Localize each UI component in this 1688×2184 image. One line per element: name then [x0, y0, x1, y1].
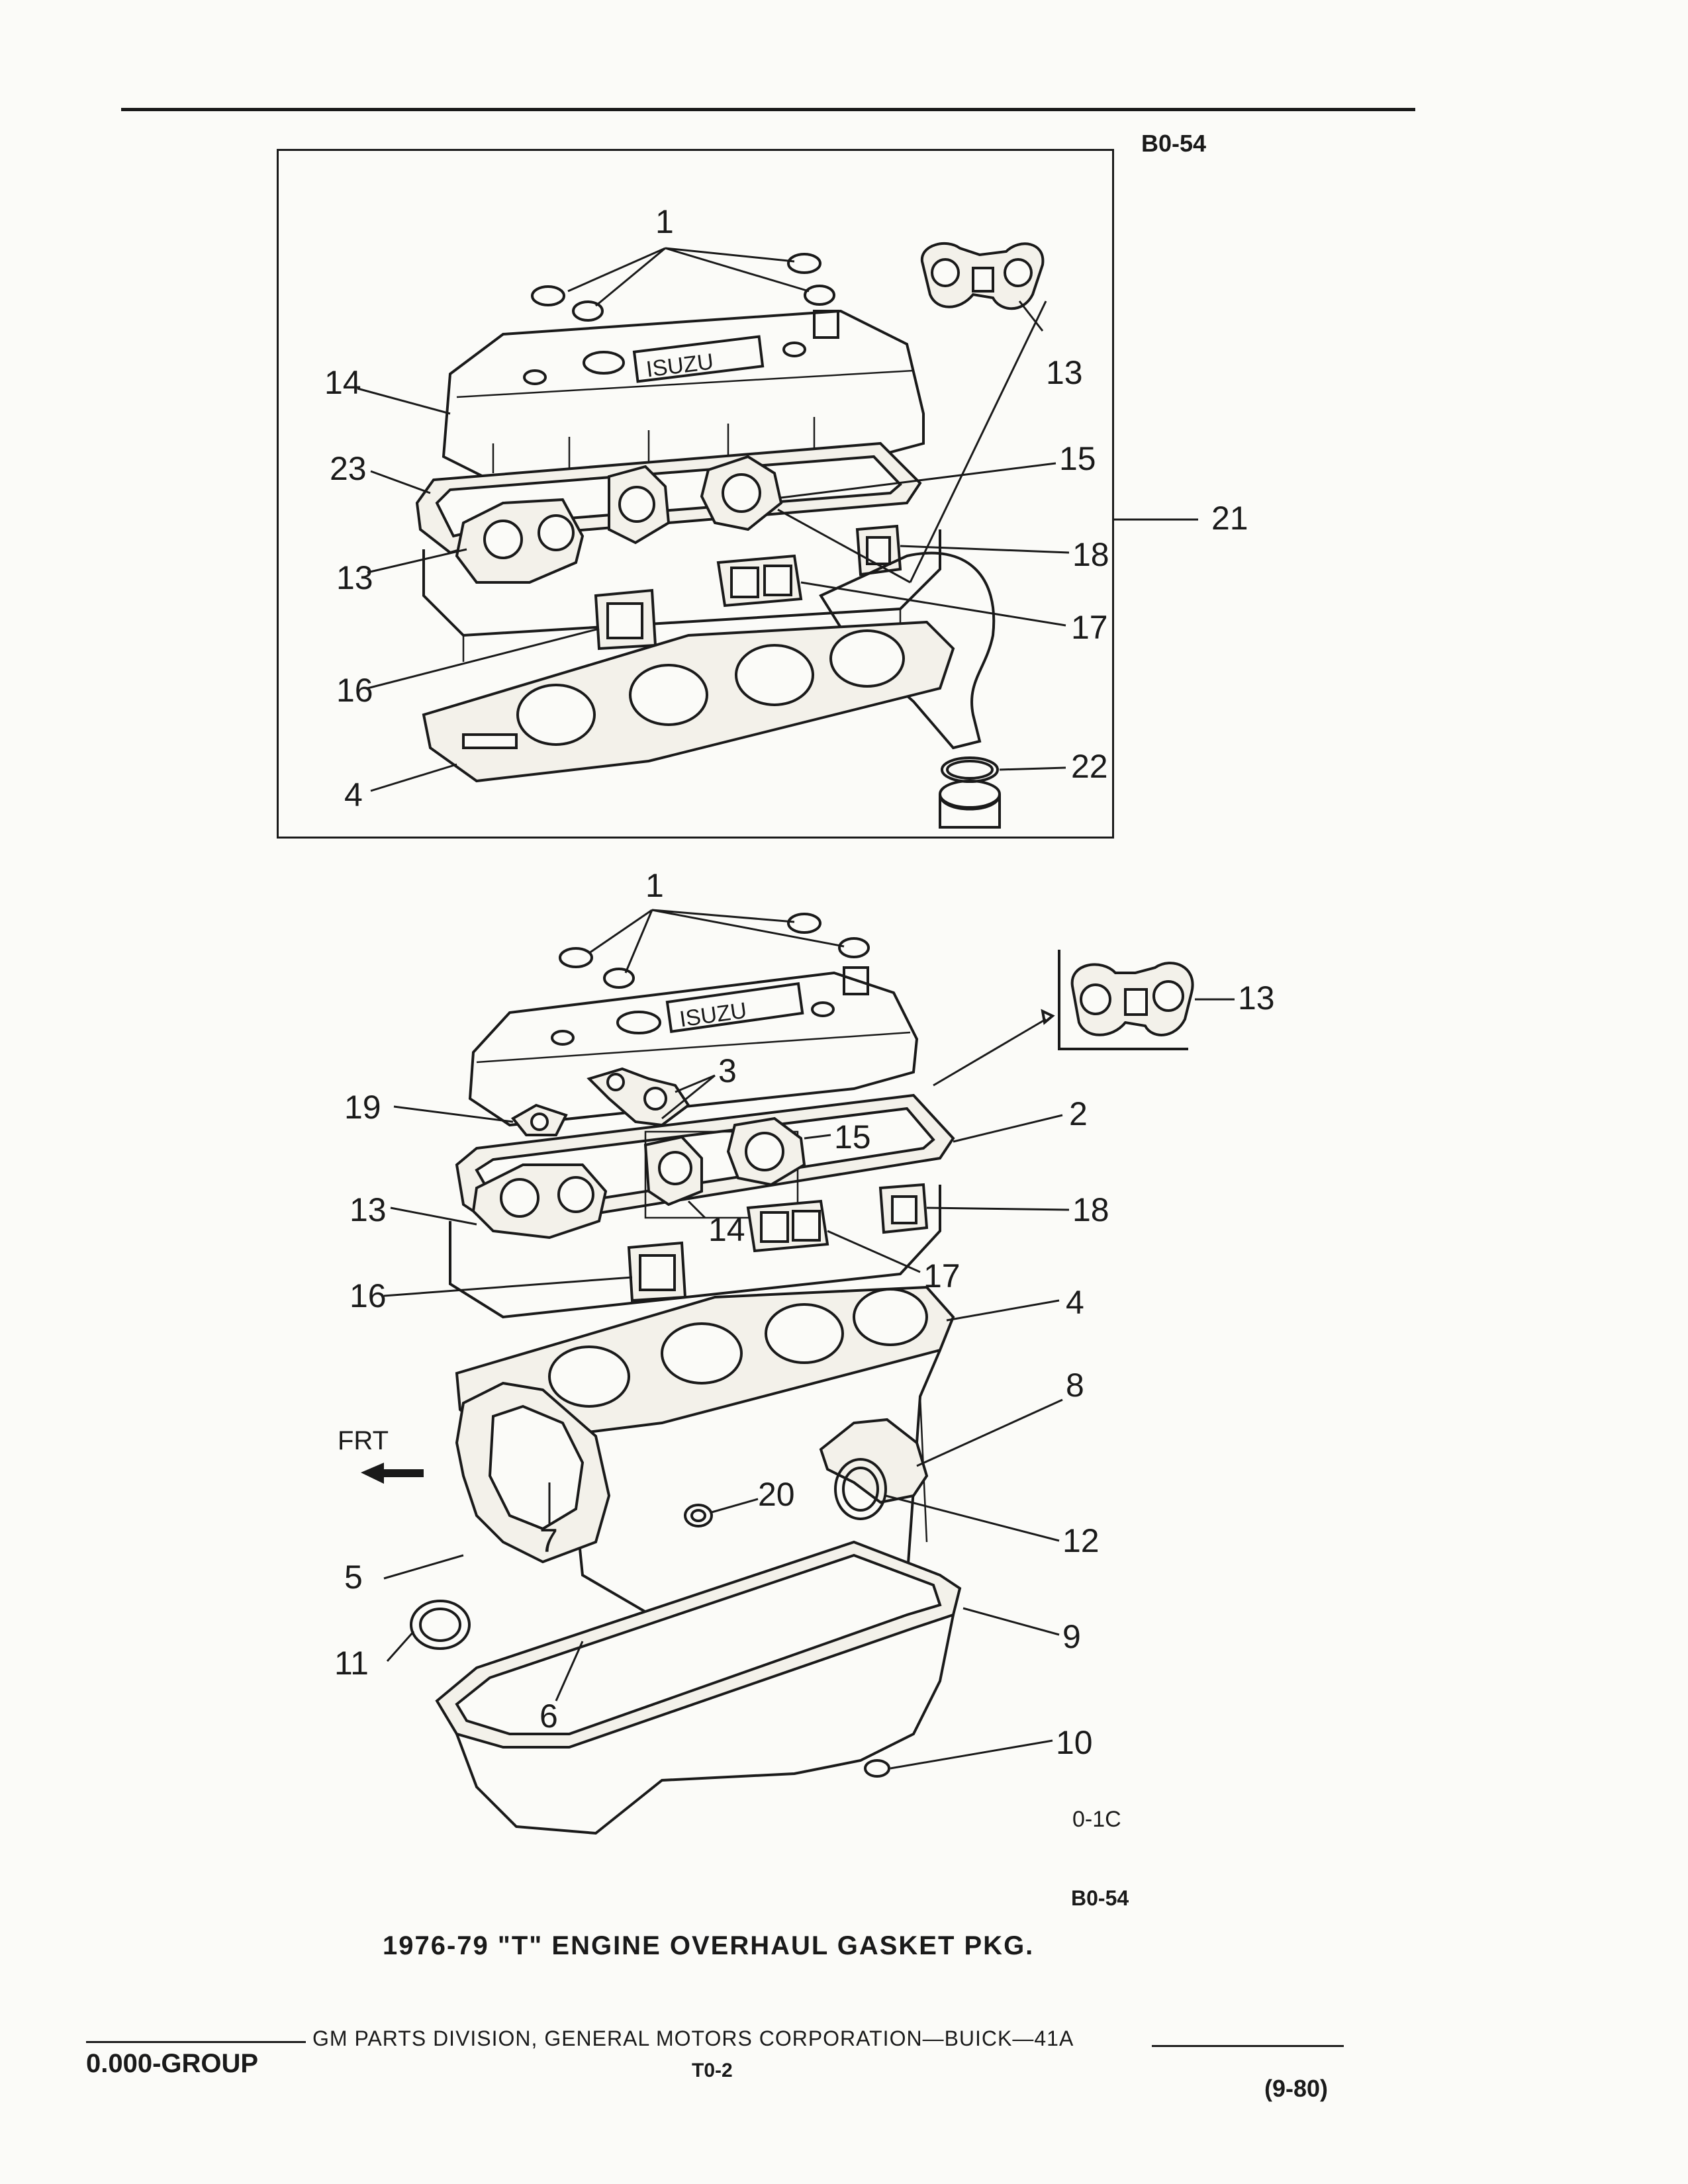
callout-20-bottom: 20 [758, 1476, 795, 1513]
callout-18-bottom: 18 [1072, 1191, 1109, 1228]
inset-frame [1058, 950, 1188, 1050]
footer-page: T0-2 [692, 2060, 733, 2081]
callout-11-bottom: 11 [334, 1645, 369, 1682]
footer-group: 0.000-GROUP [86, 2049, 259, 2078]
callout-14-bottom: 14 [708, 1211, 745, 1248]
callout-13-bottom: 13 [350, 1191, 387, 1228]
callout-3-bottom: 3 [718, 1052, 737, 1089]
gasket-3 [586, 1067, 690, 1127]
figure-caption: 1976-79 "T" ENGINE OVERHAUL GASKET PKG. [383, 1931, 1035, 1960]
callout-14-top: 14 [324, 364, 361, 401]
callout-21-top: 21 [1211, 500, 1248, 537]
callout-4-top: 4 [344, 776, 363, 813]
exhaust-manifold [819, 551, 996, 750]
callout-13-top-left: 13 [336, 559, 373, 596]
nut-icon [804, 285, 835, 306]
callout-17-top: 17 [1071, 609, 1108, 646]
top-diagram-frame [277, 149, 1114, 839]
callout-16-bottom: 16 [350, 1277, 387, 1314]
seal-11 [410, 1600, 471, 1650]
cylinder-head [422, 529, 941, 637]
callout-6-bottom: 6 [539, 1698, 558, 1735]
plug-gasket-10 [864, 1759, 890, 1778]
brand-text-bottom: ISUZU [678, 998, 748, 1032]
nut-icon [531, 285, 565, 306]
callout-13-inset: 13 [1238, 979, 1275, 1017]
nut-icon [787, 253, 821, 274]
ref-code-top: B0-54 [1141, 130, 1207, 157]
seal-20 [684, 1504, 713, 1527]
gasket-14-frame [644, 1130, 799, 1219]
callout-19-bottom: 19 [344, 1089, 381, 1126]
callout-10-bottom: 10 [1056, 1724, 1093, 1761]
callout-1-top: 1 [655, 203, 674, 240]
bottom-exploded-view: ISUZU [334, 867, 1275, 1835]
callout-12-bottom: 12 [1062, 1522, 1100, 1559]
rear-gasket-8 [819, 1418, 929, 1504]
callout-2-bottom: 2 [1069, 1095, 1088, 1132]
header-rule [121, 108, 1415, 111]
oil-pan [455, 1614, 955, 1835]
callout-7-bottom: 7 [539, 1522, 558, 1559]
callout-4-bottom: 4 [1066, 1284, 1084, 1321]
callout-22-top: 22 [1071, 748, 1108, 785]
callout-8-bottom: 8 [1066, 1367, 1084, 1404]
front-label: FRT [338, 1426, 389, 1455]
callout-5-bottom: 5 [344, 1559, 363, 1596]
front-arrow-icon [361, 1463, 424, 1484]
callout-17-bottom: 17 [923, 1257, 961, 1295]
top-exploded-view: ISUZU [324, 203, 1248, 829]
footer-division: GM PARTS DIVISION, GENERAL MOTORS CORPOR… [312, 2026, 1074, 2050]
nut-icon [572, 300, 604, 322]
footer-date: (9-80) [1264, 2075, 1329, 2102]
callout-13-top-right: 13 [1046, 354, 1083, 391]
ref-code-bottom: B0-54 [1071, 1886, 1129, 1910]
callout-15-top: 15 [1059, 440, 1096, 477]
callout-18-top: 18 [1072, 536, 1109, 573]
callout-15-bottom: 15 [834, 1118, 871, 1156]
footer-rule-right [1152, 2045, 1344, 2047]
figure-id: 0-1C [1072, 1807, 1121, 1832]
callout-16-top: 16 [336, 672, 373, 709]
callout-23-top: 23 [330, 450, 367, 487]
brand-text: ISUZU [645, 349, 715, 382]
footer-rule-left [86, 2041, 306, 2043]
callout-1-bottom: 1 [645, 867, 664, 904]
valve-cover [442, 309, 925, 478]
seal-12 [834, 1458, 887, 1520]
callout-9-bottom: 9 [1062, 1618, 1081, 1655]
